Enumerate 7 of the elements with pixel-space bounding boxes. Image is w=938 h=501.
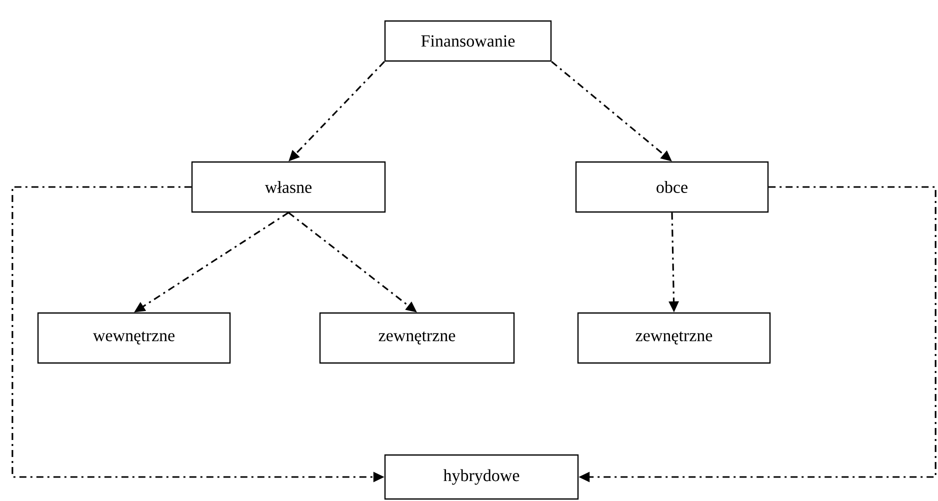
process-box: zewnętrzne xyxy=(577,312,771,364)
process-box: własne xyxy=(191,161,386,213)
process-box: zewnętrzne xyxy=(319,312,515,364)
process-box: obce xyxy=(575,161,769,213)
process-box: hybrydowe xyxy=(384,454,579,500)
process-box: Finansowanie xyxy=(384,20,552,62)
process-box: wewnętrzne xyxy=(37,312,231,364)
